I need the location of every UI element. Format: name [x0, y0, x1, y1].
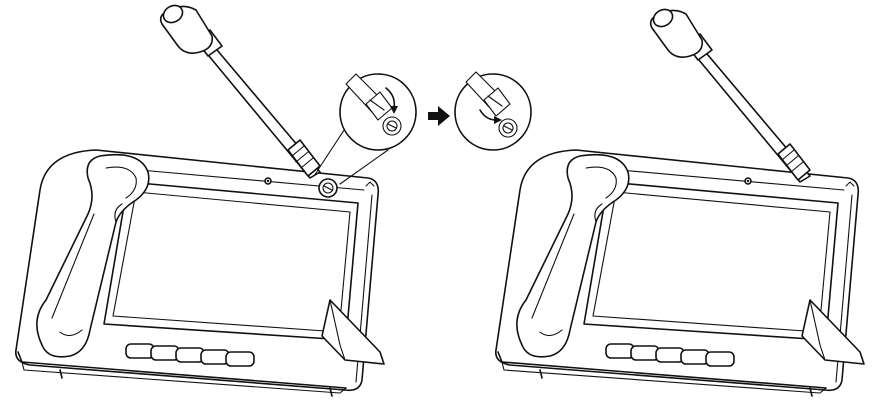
mic-socket-left [318, 178, 338, 198]
panel-before [14, 1, 417, 397]
right-arrow-icon [428, 106, 450, 126]
phone-right [494, 149, 865, 397]
panel-after [494, 5, 865, 397]
microphone-left [159, 1, 321, 179]
callout-zoom-after [454, 71, 532, 151]
microphone-right [649, 5, 811, 183]
callout-zoom-before [339, 73, 417, 151]
